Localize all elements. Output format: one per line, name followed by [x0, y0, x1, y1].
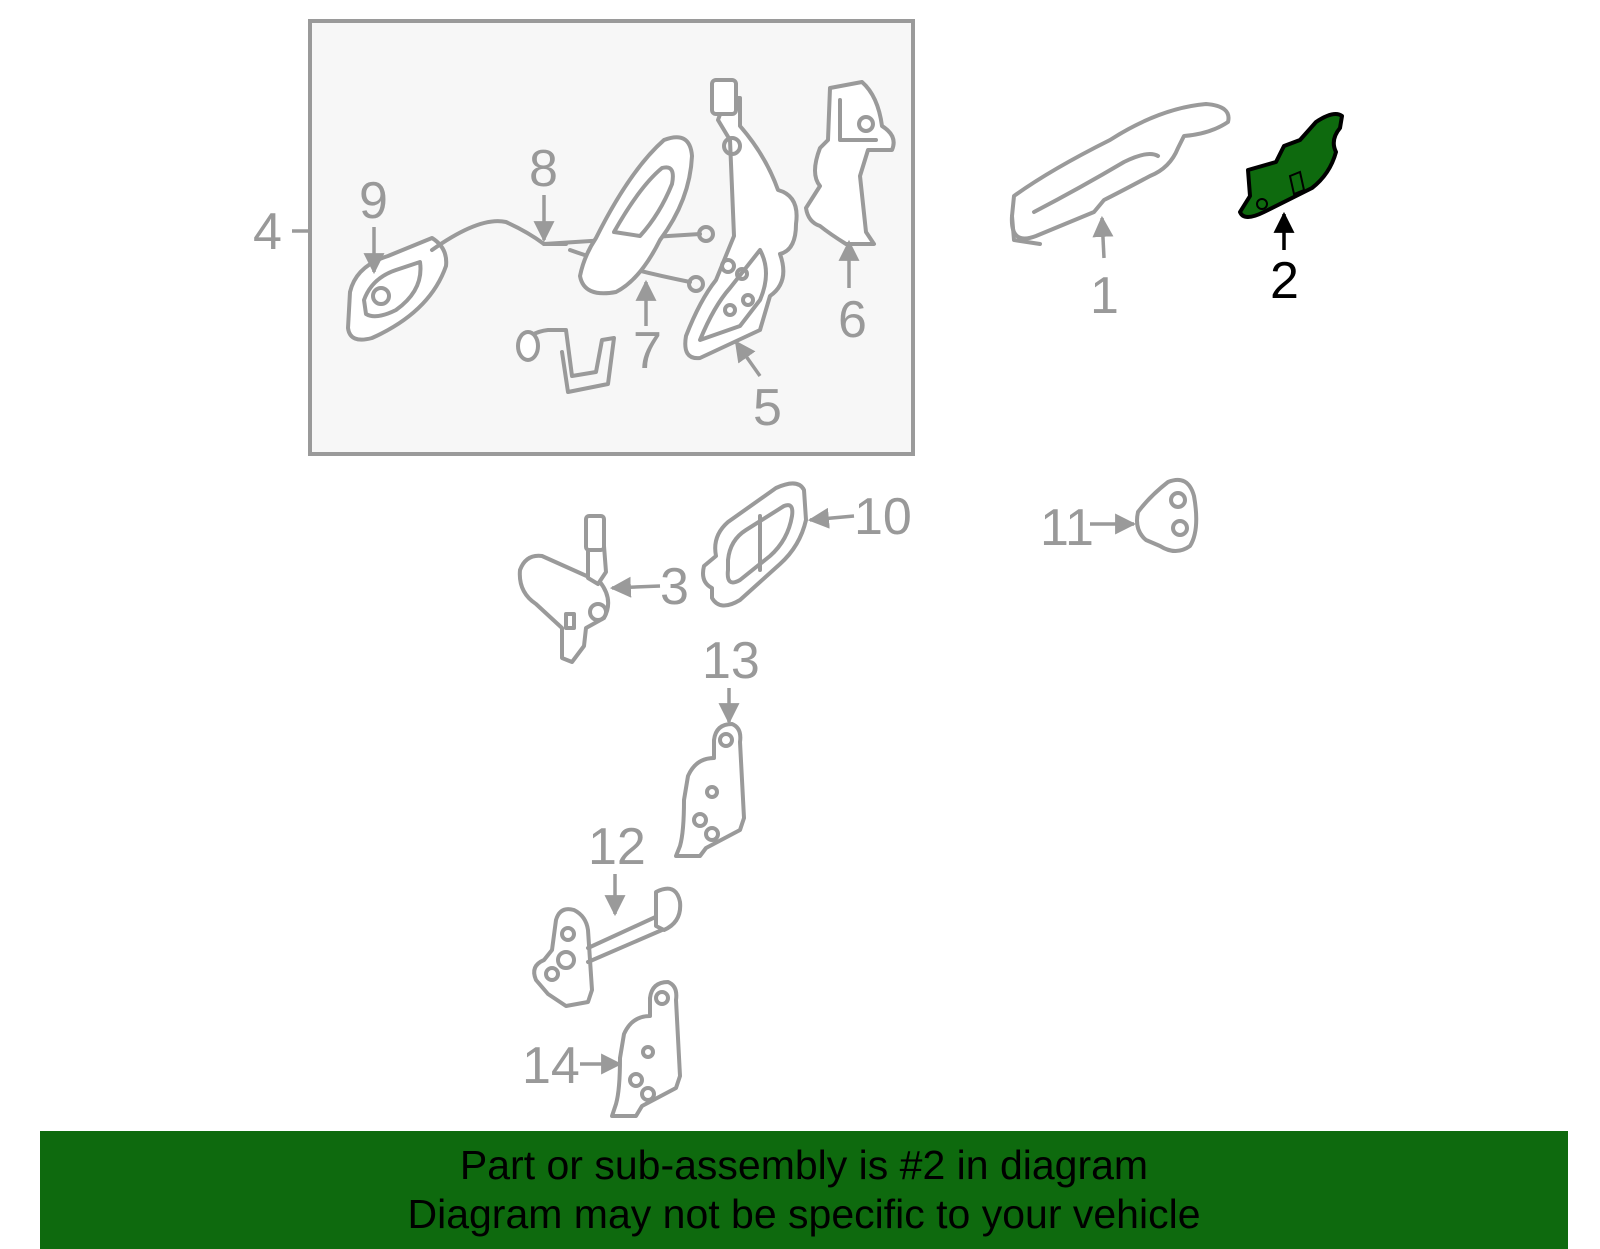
callout-6: 6: [838, 291, 867, 349]
part-3-lock-cylinder: [517, 514, 611, 664]
callout-12: 12: [588, 818, 646, 876]
callout-5: 5: [753, 379, 782, 437]
callout-13: 13: [702, 632, 760, 690]
callout-11: 11: [1040, 499, 1094, 557]
leader-3: [609, 576, 661, 598]
callout-2: 2: [1270, 252, 1299, 310]
part-13-hinge: [674, 722, 746, 858]
part-6-actuator: [804, 80, 896, 246]
leader-5: [734, 340, 762, 378]
callout-10: 10: [854, 488, 912, 546]
part-2-highlighted: [1238, 112, 1344, 219]
part-14-hinge: [610, 980, 682, 1118]
part-10-handle-bezel: [701, 481, 808, 608]
part-1-outside-handle: [1009, 102, 1231, 246]
callout-7: 7: [633, 322, 662, 380]
banner-line-disclaimer: Diagram may not be specific to your vehi…: [407, 1191, 1201, 1237]
callout-1: 1: [1090, 267, 1119, 325]
part-12-door-check: [532, 886, 683, 1008]
part-bracket: [578, 135, 694, 296]
banner-line-part: Part or sub-assembly is #2 in diagram: [459, 1142, 1149, 1188]
part-11-plug: [1135, 477, 1199, 553]
callout-8: 8: [529, 140, 558, 198]
part-clip: [516, 328, 616, 394]
callout-4: 4: [253, 203, 282, 261]
leader-10: [807, 507, 855, 529]
callout-9: 9: [359, 172, 388, 230]
leader-1: [1092, 215, 1114, 259]
info-banner: Part or sub-assembly is #2 in diagram Di…: [40, 1131, 1568, 1249]
callout-3: 3: [660, 558, 689, 616]
callout-14: 14: [522, 1037, 580, 1095]
part-5-latch: [683, 78, 799, 361]
